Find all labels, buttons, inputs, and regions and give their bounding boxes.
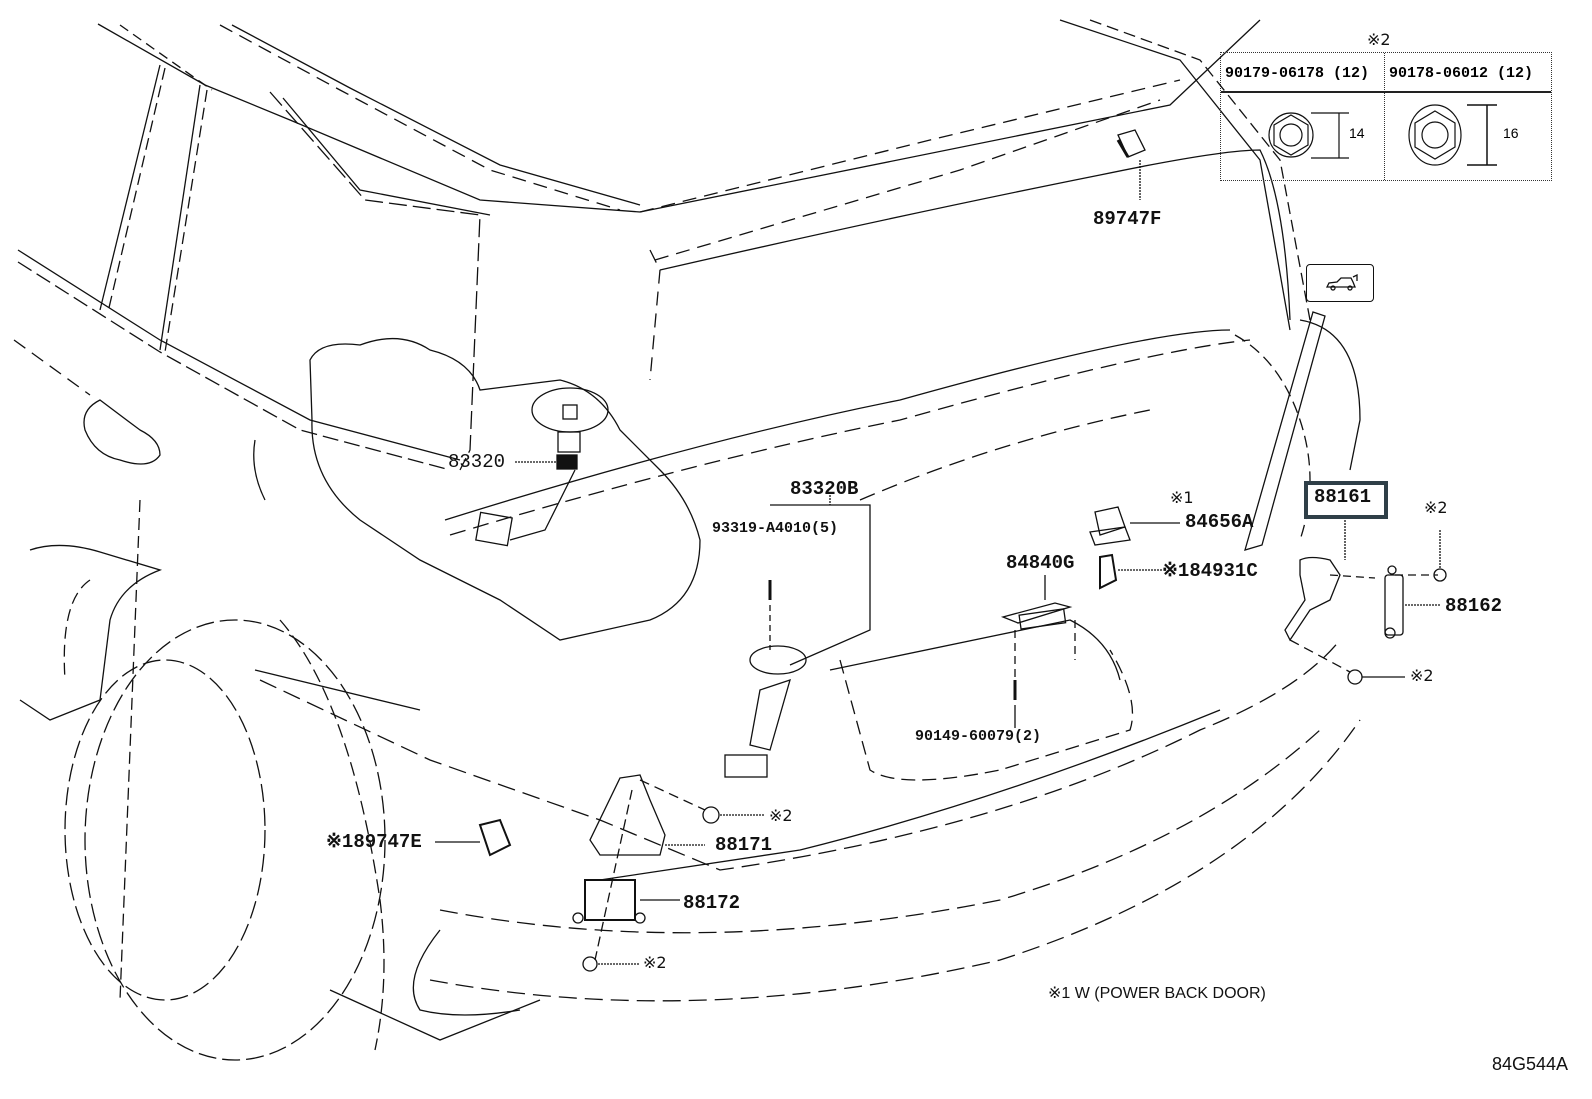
vehicle-power-back-door-icon (1325, 273, 1358, 291)
bracket-88171 (589, 774, 705, 961)
switch-84656a (1089, 506, 1180, 546)
fuel-pump-assembly (724, 580, 807, 778)
fastener-mark: ※2 (643, 953, 667, 972)
callout-89747f[interactable]: 89747F (1093, 208, 1162, 230)
flange-nut-icon (1268, 112, 1349, 159)
leader-lines (515, 461, 871, 666)
callout-90149-60079[interactable]: 90149-60079(2) (915, 728, 1042, 745)
fastener-size: 14 (1349, 125, 1365, 141)
fastener-size: 16 (1503, 125, 1519, 141)
callout-88172[interactable]: 88172 (683, 892, 741, 914)
rear-door-outline (13, 64, 491, 1001)
bracket-88161 (1284, 520, 1376, 642)
flange-nut-icon (1408, 104, 1497, 166)
callout-83320b[interactable]: 83320B (790, 478, 859, 500)
rear-bumper-outline (259, 619, 1361, 1016)
fastener-column-2: 90178-06012 (12) 16 (1385, 53, 1551, 180)
fastener-mark: ※2 (769, 806, 793, 825)
fastener-column-1: 90179-06178 (12) 14 (1221, 53, 1385, 180)
fastener-table-header-rule (1221, 53, 1551, 93)
fastener-mark: ※2 (1410, 666, 1434, 685)
callout-84656a[interactable]: 84656A (1185, 511, 1254, 533)
fastener-table: 90179-06178 (12) 14 90178-06012 (12) 16 (1220, 52, 1552, 181)
wheel-tire-outline (19, 544, 541, 1061)
fastener-part-number[interactable]: 90179-06178 (12) (1225, 65, 1370, 82)
sensor-89747e (435, 818, 512, 857)
highlighted-part-box (1304, 481, 1388, 519)
callout-83320[interactable]: 83320 (448, 451, 506, 473)
nut-fasteners (582, 530, 1447, 972)
callout-84840g[interactable]: 84840G (1006, 552, 1075, 574)
fuel-sender-gauge (475, 387, 609, 547)
roof-outline (97, 19, 1311, 331)
callout-89747e[interactable]: ※189747E (326, 831, 422, 853)
footnote: ※1 W (POWER BACK DOOR) (1048, 985, 1266, 1002)
callout-88171[interactable]: 88171 (715, 834, 773, 856)
pillar-garnish (1244, 311, 1326, 551)
callout-88161[interactable]: 88161 (1314, 486, 1372, 508)
back-door-outline (444, 149, 1361, 541)
switch-84931c (1099, 553, 1162, 590)
power-back-door-icon-box (1306, 264, 1374, 302)
callout-88162[interactable]: 88162 (1445, 595, 1503, 617)
note-marker-1: ※1 (1170, 488, 1194, 507)
sensor-88162 (1384, 565, 1440, 639)
switch-84840g (1000, 575, 1076, 728)
fuel-tank-outline (253, 337, 701, 641)
fastener-part-number[interactable]: 90178-06012 (12) (1389, 65, 1534, 82)
illustration-reference-code: 84G544A (1492, 1054, 1569, 1074)
module-88172 (572, 879, 680, 924)
sensor-89747f (1116, 129, 1146, 200)
fastener-table-marker: ※2 (1367, 30, 1391, 49)
fastener-mark: ※2 (1424, 498, 1448, 517)
callout-84931c[interactable]: ※184931C (1162, 560, 1258, 582)
callout-93319-a4010[interactable]: 93319-A4010(5) (712, 520, 839, 537)
